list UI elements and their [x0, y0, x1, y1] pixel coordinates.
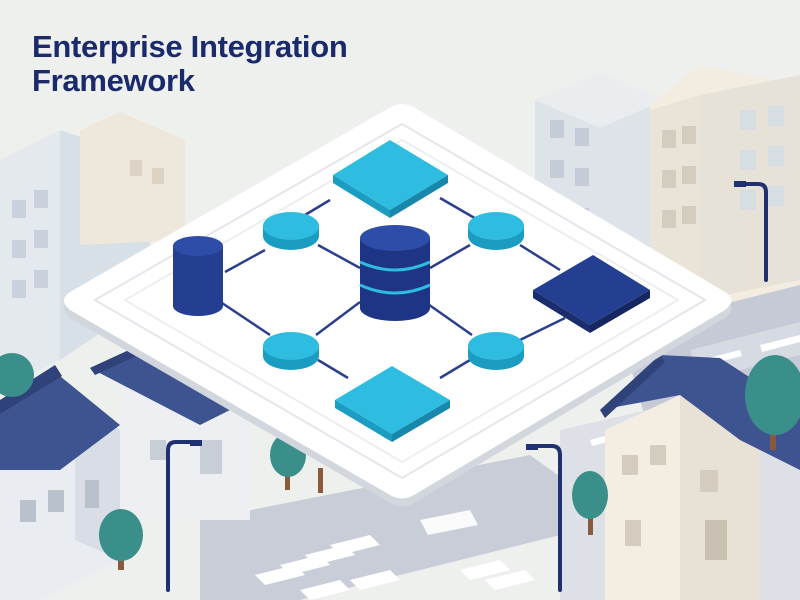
right-building-right: [650, 65, 800, 320]
edge-right-upper-database: [429, 243, 471, 270]
left-house: [0, 365, 120, 600]
right-block: [533, 255, 650, 333]
edge-database-left-lower: [315, 301, 361, 336]
right-lower-connector: [468, 332, 524, 370]
top-block: [333, 140, 448, 218]
tree-right-edge: [745, 355, 800, 450]
edge-left-cylinder-left-lower: [221, 301, 271, 337]
street-lamps: [166, 181, 768, 592]
page-title: Enterprise Integration Framework: [32, 30, 348, 98]
trees: [0, 353, 800, 570]
tree-right-small: [572, 471, 608, 535]
edge-left-upper-left-cylinder: [224, 248, 266, 274]
title-line-2: Framework: [32, 63, 195, 98]
left-house-roof: [0, 372, 120, 470]
street-lamp-left: [166, 440, 202, 592]
left-upper-connector: [263, 212, 319, 250]
right-upper-connector: [468, 212, 524, 250]
tree-bottom-left: [99, 509, 143, 570]
crosswalk: [255, 535, 535, 600]
edge-right-block-right-lower: [519, 316, 566, 342]
tree-left-edge: [0, 353, 34, 397]
street-lamp-center: [526, 444, 562, 592]
edge-left-upper-database: [317, 243, 361, 270]
bottom-block: [335, 366, 450, 442]
edge-top-block-right-upper: [439, 196, 479, 222]
title-line-1: Enterprise Integration: [32, 29, 348, 64]
edge-right-upper-right-block: [519, 243, 561, 272]
connection-lines: [221, 196, 566, 380]
left-building-back: [80, 112, 185, 245]
left-lower-connector: [263, 332, 319, 370]
edge-database-right-lower: [424, 300, 473, 337]
edge-right-lower-bottom-block: [439, 358, 471, 380]
edge-left-lower-bottom-block: [317, 358, 349, 380]
background-buildings: [0, 65, 800, 390]
central-database: [359, 225, 431, 321]
left-cylinder: [173, 236, 223, 316]
street-lamp-right: [734, 181, 768, 282]
